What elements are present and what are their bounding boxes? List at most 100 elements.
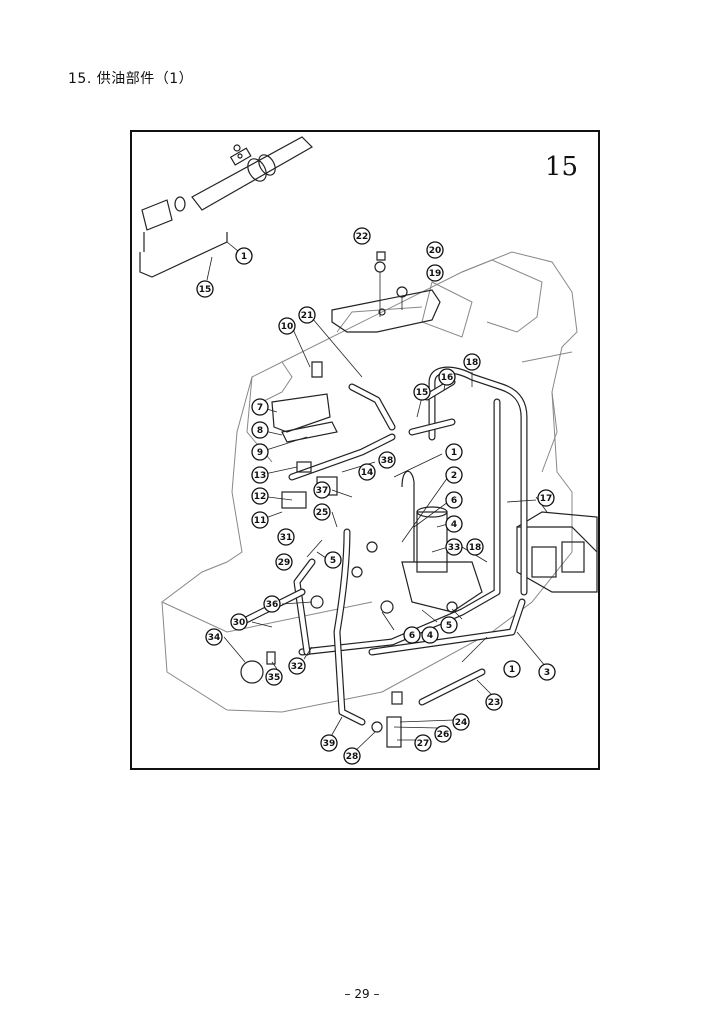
callout-label: 33 bbox=[445, 538, 463, 556]
svg-text:6: 6 bbox=[451, 496, 457, 506]
figure-number: 15 bbox=[544, 152, 578, 182]
oil-supply-exploded-view: 1 15 22 20 19 21 10 18 16 15 7 8 9 38 1 … bbox=[139, 136, 598, 765]
svg-text:28: 28 bbox=[346, 752, 359, 762]
callout-label: 9 bbox=[251, 443, 269, 461]
svg-text:1: 1 bbox=[241, 252, 247, 262]
callout-label: 38 bbox=[378, 451, 396, 469]
svg-text:17: 17 bbox=[540, 494, 553, 504]
callout-label: 5 bbox=[440, 616, 458, 634]
svg-text:37: 37 bbox=[316, 486, 329, 496]
svg-text:19: 19 bbox=[429, 269, 442, 279]
svg-text:5: 5 bbox=[330, 556, 336, 566]
svg-text:23: 23 bbox=[488, 698, 501, 708]
callout-label: 15 bbox=[196, 280, 214, 298]
callout-label: 14 bbox=[358, 463, 376, 481]
callout-label: 2 bbox=[445, 466, 463, 484]
callout-label: 11 bbox=[251, 511, 269, 529]
callout-label: 34 bbox=[205, 628, 223, 646]
callout-label: 26 bbox=[434, 725, 452, 743]
svg-text:36: 36 bbox=[266, 600, 279, 610]
callout-label: 10 bbox=[278, 317, 296, 335]
oil-tank-bracket bbox=[331, 251, 441, 333]
callout-label: 12 bbox=[251, 487, 269, 505]
callout-label: 3 bbox=[538, 663, 556, 681]
svg-text:18: 18 bbox=[466, 358, 479, 368]
svg-text:22: 22 bbox=[356, 232, 369, 242]
svg-text:31: 31 bbox=[280, 533, 293, 543]
svg-text:34: 34 bbox=[208, 633, 221, 643]
svg-text:1: 1 bbox=[451, 448, 457, 458]
callout-label: 1 bbox=[503, 660, 521, 678]
svg-text:29: 29 bbox=[278, 558, 291, 568]
callout-label: 24 bbox=[452, 713, 470, 731]
callout-label: 20 bbox=[426, 241, 444, 259]
callout-label: 8 bbox=[251, 421, 269, 439]
callout-label: 39 bbox=[320, 734, 338, 752]
svg-text:3: 3 bbox=[544, 668, 550, 678]
svg-text:39: 39 bbox=[323, 739, 336, 749]
parts-diagram: 1 15 22 20 19 21 10 18 16 15 7 8 9 38 1 … bbox=[130, 130, 600, 770]
callout-label: 1 bbox=[235, 247, 253, 265]
callout-label: 18 bbox=[463, 353, 481, 371]
callout-label: 27 bbox=[414, 734, 432, 752]
svg-text:30: 30 bbox=[233, 618, 246, 628]
svg-text:14: 14 bbox=[361, 468, 374, 478]
svg-text:12: 12 bbox=[254, 492, 267, 502]
callout-label: 23 bbox=[485, 693, 503, 711]
callout-label: 32 bbox=[288, 657, 306, 675]
svg-text:15: 15 bbox=[416, 388, 429, 398]
svg-text:10: 10 bbox=[281, 322, 294, 332]
svg-text:7: 7 bbox=[257, 403, 263, 413]
callout-label: 16 bbox=[438, 368, 456, 386]
svg-text:8: 8 bbox=[257, 426, 263, 436]
callout-label: 7 bbox=[251, 398, 269, 416]
callout-label: 22 bbox=[353, 227, 371, 245]
callout-label: 13 bbox=[251, 466, 269, 484]
svg-text:16: 16 bbox=[441, 373, 454, 383]
callout-label: 4 bbox=[421, 626, 439, 644]
svg-text:1: 1 bbox=[509, 665, 515, 675]
svg-text:15: 15 bbox=[199, 285, 212, 295]
page-number: – 29 – bbox=[344, 987, 380, 1001]
callout-label: 30 bbox=[230, 613, 248, 631]
svg-text:25: 25 bbox=[316, 508, 329, 518]
callout-label: 18 bbox=[466, 538, 484, 556]
callout-label: 5 bbox=[324, 551, 342, 569]
svg-text:5: 5 bbox=[446, 621, 452, 631]
svg-text:4: 4 bbox=[451, 520, 457, 530]
svg-text:32: 32 bbox=[291, 662, 304, 672]
callout-label: 17 bbox=[537, 489, 555, 507]
svg-text:38: 38 bbox=[381, 456, 394, 466]
machine-body-outline bbox=[161, 251, 578, 713]
svg-text:20: 20 bbox=[429, 246, 442, 256]
svg-text:2: 2 bbox=[451, 471, 457, 481]
callout-label: 36 bbox=[263, 595, 281, 613]
svg-text:11: 11 bbox=[254, 516, 267, 526]
callout-label: 31 bbox=[277, 528, 295, 546]
callout-label: 15 bbox=[413, 383, 431, 401]
svg-text:13: 13 bbox=[254, 471, 267, 481]
callout-label: 25 bbox=[313, 503, 331, 521]
svg-text:21: 21 bbox=[301, 311, 314, 321]
callout-label: 1 bbox=[445, 443, 463, 461]
svg-text:33: 33 bbox=[448, 543, 461, 553]
callouts: 1 15 22 20 19 21 10 18 16 15 7 8 9 38 1 … bbox=[196, 227, 556, 765]
svg-text:6: 6 bbox=[409, 631, 415, 641]
oil-shaft-assembly bbox=[139, 136, 313, 281]
oil-box bbox=[516, 511, 598, 593]
svg-text:27: 27 bbox=[417, 739, 430, 749]
svg-text:4: 4 bbox=[427, 631, 433, 641]
callout-label: 29 bbox=[275, 553, 293, 571]
callout-label: 6 bbox=[445, 491, 463, 509]
callout-label: 37 bbox=[313, 481, 331, 499]
svg-text:26: 26 bbox=[437, 730, 450, 740]
svg-text:35: 35 bbox=[268, 673, 281, 683]
svg-text:24: 24 bbox=[455, 718, 468, 728]
svg-text:18: 18 bbox=[469, 543, 482, 553]
callout-label: 21 bbox=[298, 306, 316, 324]
oil-tubes bbox=[238, 366, 528, 726]
callout-label: 4 bbox=[445, 515, 463, 533]
callout-label: 35 bbox=[265, 668, 283, 686]
svg-text:9: 9 bbox=[257, 448, 263, 458]
callout-label: 19 bbox=[426, 264, 444, 282]
